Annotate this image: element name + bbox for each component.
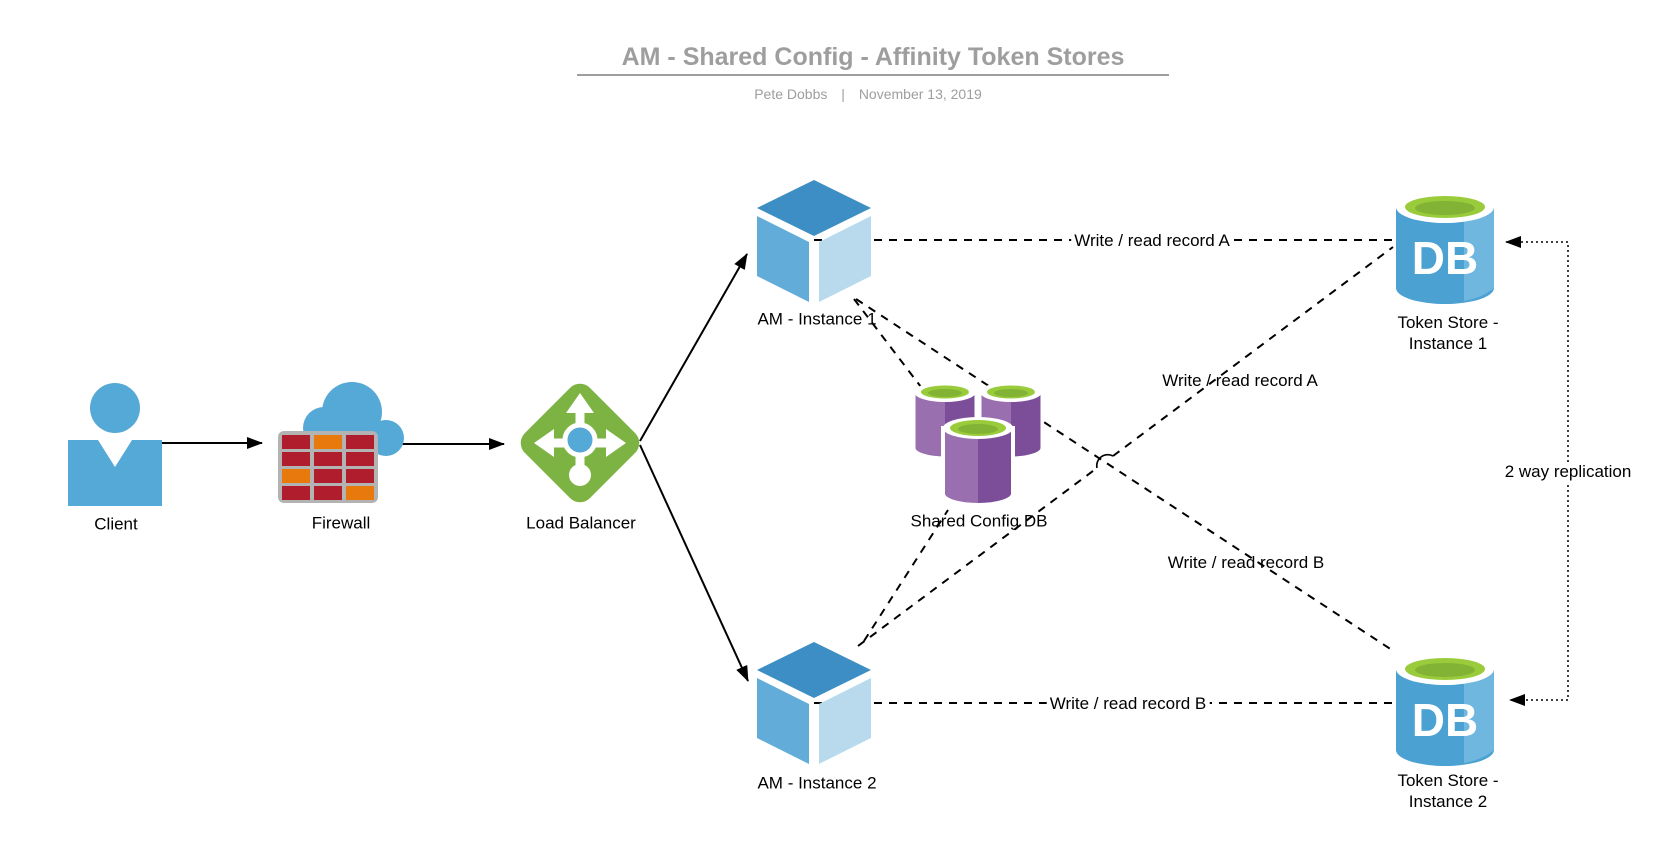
firewall-node (272, 376, 407, 513)
client-label: Client (94, 514, 138, 534)
author: Pete Dobbs (754, 86, 828, 102)
cylinder-front (941, 417, 1015, 507)
token-store-2-label-line1: Token Store - (1397, 771, 1499, 790)
load-balancer-node (514, 377, 646, 514)
token-store-1-node: DB (1394, 182, 1496, 309)
edge-label-write-read-a-diagonal: Write / read record A (1162, 371, 1318, 390)
db-glyph: DB (1412, 232, 1478, 284)
token-store-1-label-line1: Token Store - (1397, 313, 1499, 332)
load-balancer-icon (520, 383, 640, 503)
edge-label-write-read-b-diagonal: Write / read record B (1167, 553, 1325, 572)
edge-label-replication: 2 way replication (1501, 462, 1635, 482)
am-instance-2-label: AM - Instance 2 (757, 773, 877, 793)
db-glyph: DB (1412, 694, 1478, 746)
database-icon: DB (1396, 653, 1494, 766)
cube-icon (757, 642, 871, 764)
shared-config-db-label: Shared Config DB (910, 511, 1048, 531)
token-store-2-node: DB (1394, 644, 1496, 771)
am-instance-1-node (755, 178, 873, 309)
subtitle: Pete Dobbs | November 13, 2019 (749, 86, 987, 102)
shared-config-db-node (910, 380, 1050, 515)
person-icon (68, 383, 162, 506)
db-cluster-icon (912, 382, 1044, 507)
firewall-icon (278, 382, 404, 503)
edge-loadbalancer-am1 (639, 253, 748, 442)
edge-am1-shareddb (853, 298, 922, 388)
edge-label-write-read-b-bottom: Write / read record B (1046, 694, 1210, 714)
title-underline (577, 74, 1169, 76)
firewall-label: Firewall (311, 513, 371, 533)
edge-loadbalancer-am2 (639, 444, 749, 682)
load-balancer-label: Load Balancer (526, 513, 636, 533)
edge-am2-tokenstore1 (857, 246, 1394, 647)
token-store-2-label: Token Store - Instance 2 (1397, 770, 1498, 812)
token-store-1-label-line2: Instance 1 (1408, 334, 1488, 353)
cube-icon (757, 180, 871, 302)
edge-am2-shareddb (863, 509, 949, 642)
client-node (64, 366, 164, 513)
token-store-2-label-line2: Instance 2 (1408, 792, 1488, 811)
page-title: AM - Shared Config - Affinity Token Stor… (621, 43, 1125, 71)
am-instance-1-label: AM - Instance 1 (757, 309, 877, 329)
edge-am1-tokenstore2 (855, 298, 1396, 653)
database-icon: DB (1396, 191, 1494, 304)
brick-wall-icon (278, 431, 378, 503)
edge-label-write-read-a-top: Write / read record A (1071, 231, 1233, 251)
subtitle-separator: | (841, 86, 845, 102)
am-instance-2-node (755, 640, 873, 771)
date: November 13, 2019 (858, 86, 982, 102)
token-store-1-label: Token Store - Instance 1 (1397, 312, 1498, 354)
line-jump-arc (1095, 453, 1114, 469)
